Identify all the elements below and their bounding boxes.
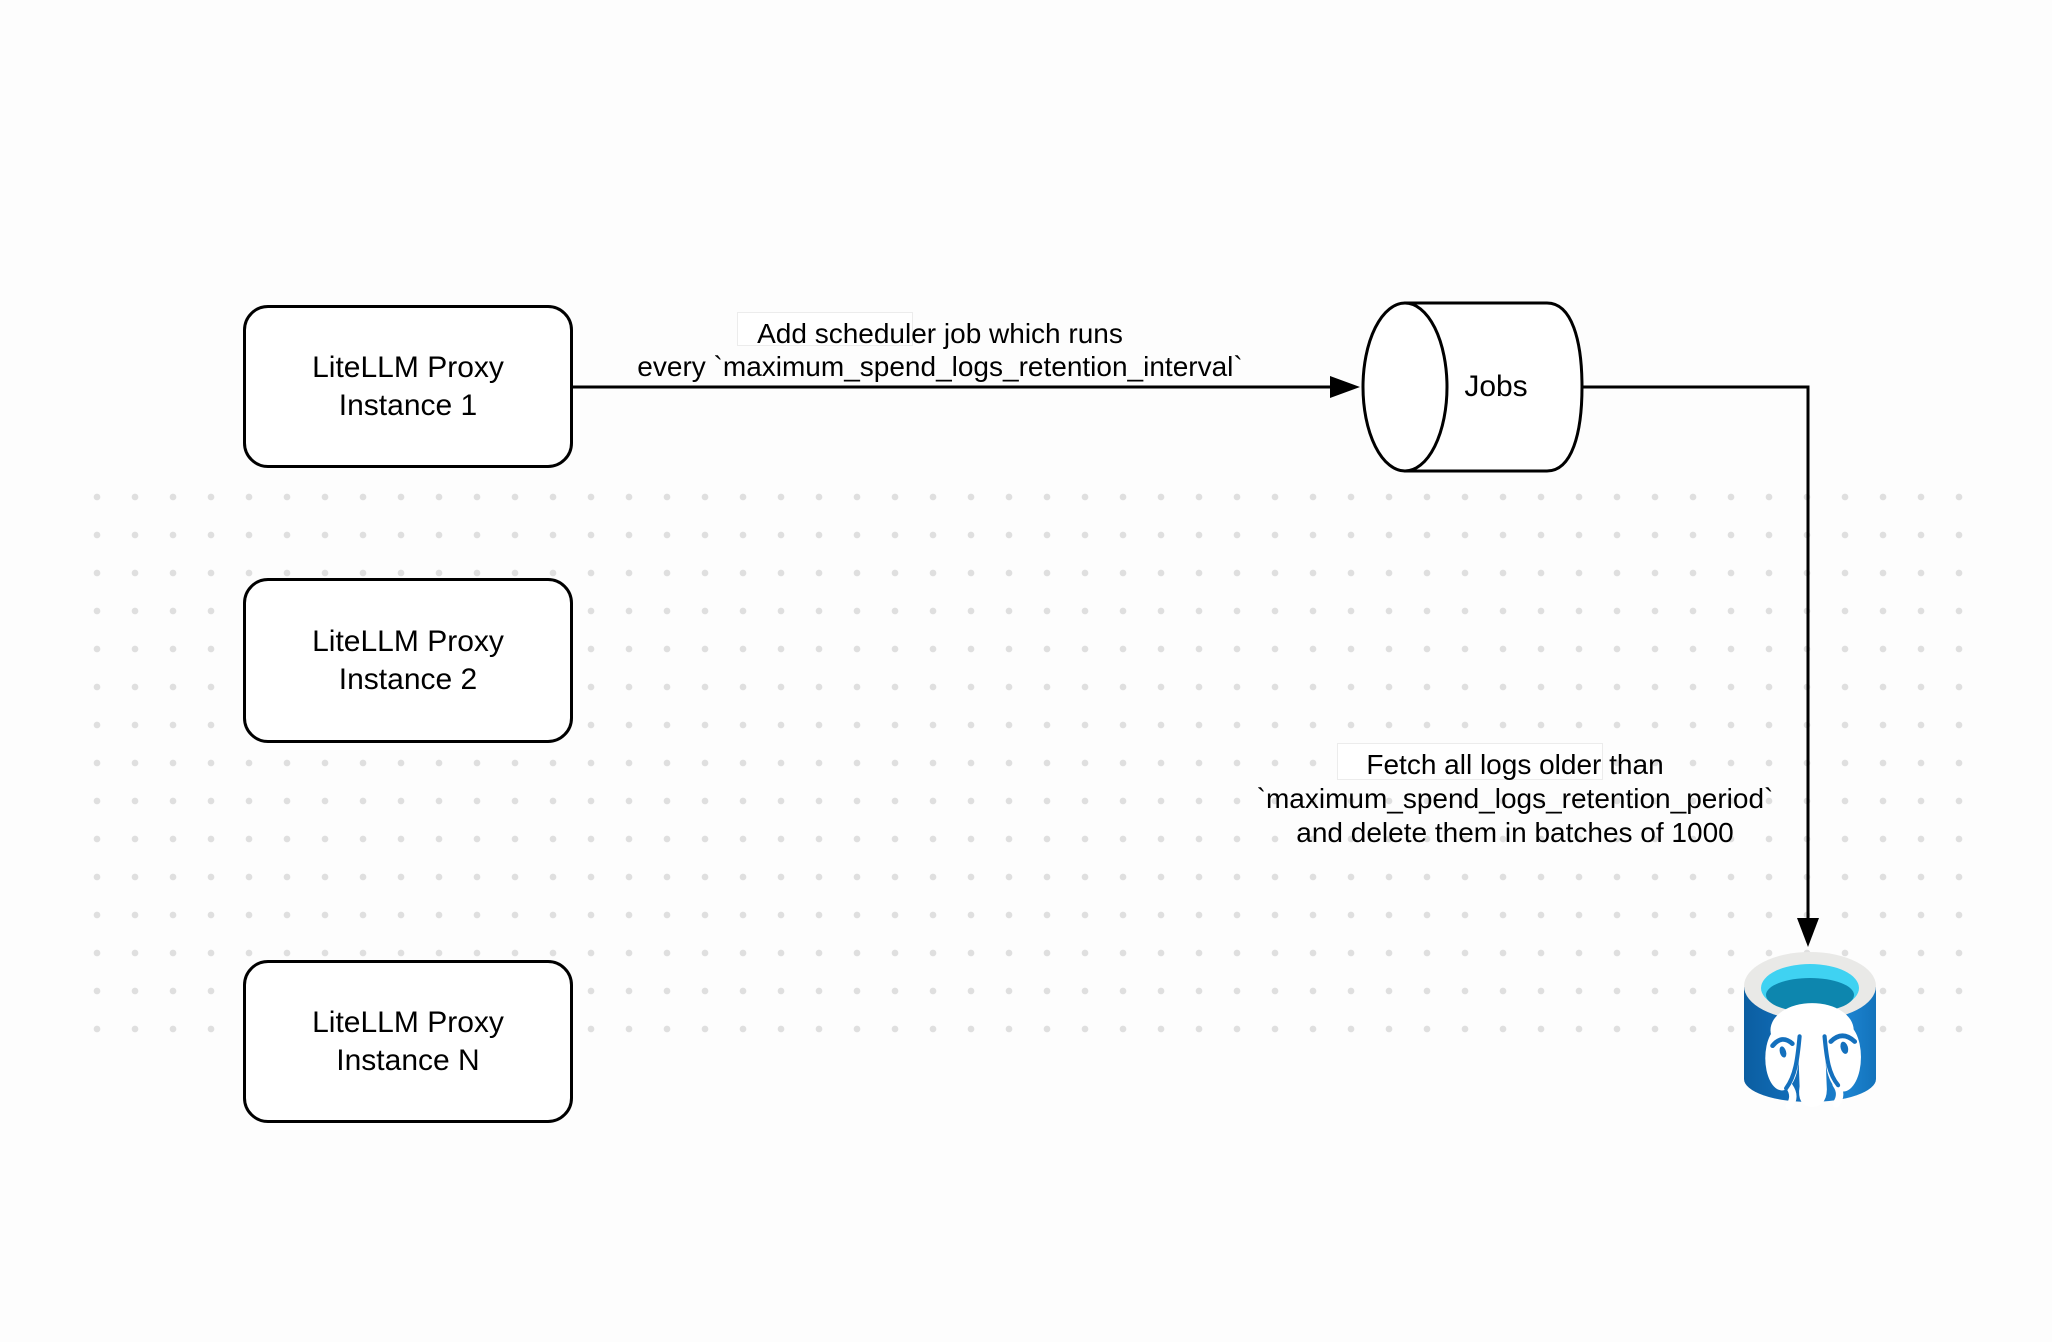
node-label: LiteLLM Proxy Instance 1 <box>312 349 504 425</box>
node-label-line1: LiteLLM Proxy <box>312 350 504 384</box>
node-label-line1: LiteLLM Proxy <box>312 624 504 658</box>
postgresql-database-icon <box>1744 952 1876 1110</box>
node-label-line1: LiteLLM Proxy <box>312 1005 504 1039</box>
node-label: LiteLLM Proxy Instance N <box>312 1004 504 1080</box>
scheduler-edge-label: Add scheduler job which runs every `maxi… <box>600 317 1280 383</box>
label-background <box>737 312 913 346</box>
scheduler-arrow <box>570 376 1360 398</box>
water-teal <box>1766 978 1854 1012</box>
node-litellm-proxy-instance-n: LiteLLM Proxy Instance N <box>243 960 573 1123</box>
postgres-elephant-icon <box>1765 1003 1861 1110</box>
node-label-line2: Instance 2 <box>338 662 478 696</box>
node-label-line2: Instance 1 <box>338 388 478 422</box>
delete-edge-label: Fetch all logs older than `maximum_spend… <box>1235 748 1795 850</box>
jobs-queue-label: Jobs <box>1464 370 1528 403</box>
label-background <box>1337 743 1603 780</box>
edge-label-line2: `maximum_spend_logs_retention_period` <box>1256 783 1774 814</box>
dot-grid-background <box>78 478 1978 1044</box>
node-label-line2: Instance N <box>336 1043 480 1077</box>
node-label: LiteLLM Proxy Instance 2 <box>312 623 504 699</box>
delete-arrow <box>1582 385 1819 947</box>
edge-label-line1: Fetch all logs older than <box>1366 749 1664 780</box>
node-litellm-proxy-instance-2: LiteLLM Proxy Instance 2 <box>243 578 573 743</box>
edge-label-line2: every `maximum_spend_logs_retention_inte… <box>637 351 1243 382</box>
node-litellm-proxy-instance-1: LiteLLM Proxy Instance 1 <box>243 305 573 468</box>
jobs-queue-cylinder <box>1361 301 1584 473</box>
edge-label-line1: Add scheduler job which runs <box>757 318 1123 349</box>
edge-label-line3: and delete them in batches of 1000 <box>1296 817 1734 848</box>
